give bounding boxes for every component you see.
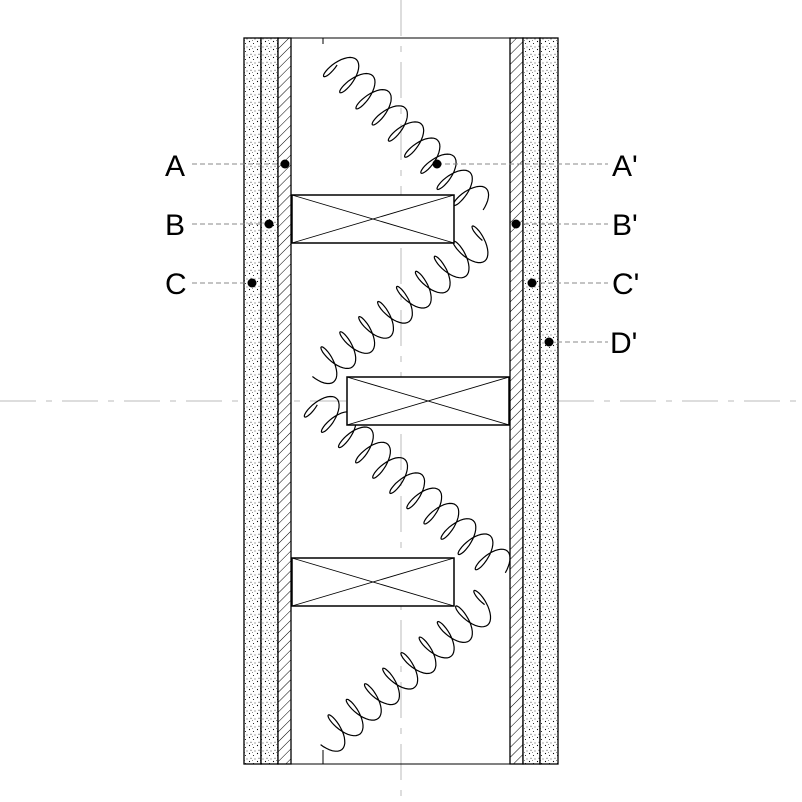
stud-top (291, 194, 455, 244)
right-sheathing-layer (509, 37, 524, 765)
marker-c-prime (527, 278, 537, 288)
left-outer-layer (243, 37, 262, 765)
marker-b (264, 219, 274, 229)
insulation-coil-2 (312, 225, 489, 385)
leader-lines (192, 163, 608, 343)
labels-right: A' B' C' D' (610, 150, 639, 360)
right-middle-layer (522, 37, 541, 765)
label-d-prime: D' (610, 327, 637, 360)
cavity-outline (291, 37, 510, 765)
right-outer-layer (539, 37, 559, 765)
stud-middle (346, 376, 510, 426)
studs (291, 194, 510, 607)
label-c-prime: C' (612, 268, 639, 301)
marker-dots (247, 159, 554, 347)
left-wall-layers (243, 37, 292, 765)
insulation-coil-4 (320, 589, 492, 752)
left-sheathing-layer (277, 37, 292, 765)
marker-d-prime (544, 337, 554, 347)
left-middle-layer (260, 37, 279, 765)
label-a: A (165, 150, 185, 183)
marker-a (280, 159, 290, 169)
stud-bottom (291, 557, 455, 607)
insulation-batt (303, 56, 511, 752)
label-b: B (165, 209, 185, 242)
marker-b-prime (511, 219, 521, 229)
label-a-prime: A' (612, 150, 638, 183)
labels-left: A B C (165, 150, 187, 301)
label-b-prime: B' (612, 209, 638, 242)
insulation-coil-1 (322, 56, 490, 211)
marker-c (247, 278, 257, 288)
right-wall-layers (509, 37, 559, 765)
marker-a-prime (432, 159, 442, 169)
label-c: C (165, 268, 187, 301)
